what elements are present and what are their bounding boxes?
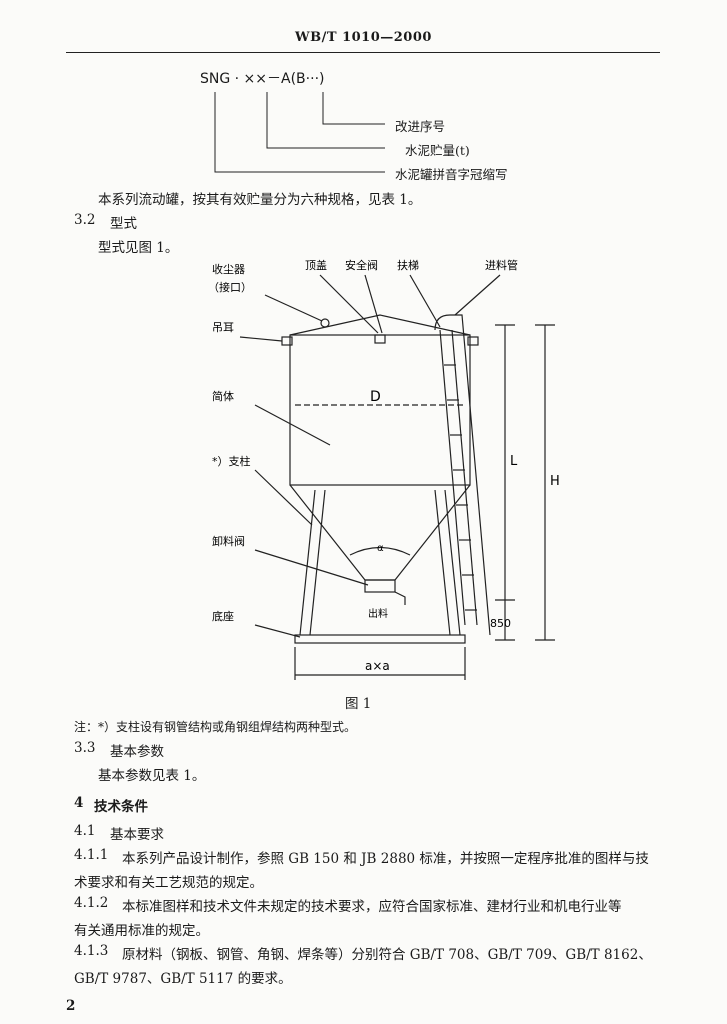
figure-note: 注：*）支柱设有钢管结构或角钢组焊结构两种型式。 bbox=[74, 720, 357, 734]
sec-4-num: 4 bbox=[74, 795, 84, 811]
page-header: WB/T 1010—2000 bbox=[295, 30, 432, 45]
fig-label-safety-valve: 安全阀 bbox=[345, 258, 378, 272]
sec-4-1-title: 基本要求 bbox=[110, 827, 164, 843]
header-rule bbox=[66, 52, 660, 53]
sec-3-3-title: 基本参数 bbox=[110, 744, 164, 760]
fig-dim-axa: a×a bbox=[365, 659, 390, 673]
sec-4-title: 技术条件 bbox=[94, 799, 148, 815]
model-code: SNG · ××－A(B···) bbox=[200, 71, 325, 87]
figure-caption: 图 1 bbox=[345, 696, 372, 712]
code-label-capacity: 水泥贮量(t) bbox=[405, 143, 470, 158]
fig-label-dust: 收尘器 bbox=[212, 262, 245, 276]
sec-4-1-num: 4.1 bbox=[74, 823, 96, 839]
fig-label-alpha: α bbox=[377, 543, 384, 554]
fig-label-handrail: 扶梯 bbox=[397, 258, 419, 272]
sec-3-2-title: 型式 bbox=[110, 216, 137, 232]
fig-label-dust-port: （接口） bbox=[208, 281, 252, 294]
p-4-1-3-num: 4.1.3 bbox=[74, 943, 109, 959]
code-label-abbr: 水泥罐拼音字冠缩写 bbox=[395, 167, 508, 182]
fig-dim-h: H bbox=[550, 474, 560, 489]
sec-3-3-num: 3.3 bbox=[74, 740, 96, 756]
sec-3-2-num: 3.2 bbox=[74, 212, 96, 228]
code-label-improve: 改进序号 bbox=[395, 119, 446, 134]
sec-3-2-text: 型式见图 1。 bbox=[98, 240, 179, 256]
fig-dim-850: 850 bbox=[490, 617, 511, 630]
p-4-1-2-line1: 本标准图样和技术文件未规定的技术要求，应符合国家标准、建材行业和机电行业等 bbox=[122, 899, 622, 915]
p-4-1-3-line1: 原材料（钢板、钢管、角钢、焊条等）分别符合 GB/T 708、GB/T 709、… bbox=[122, 947, 652, 963]
sec-3-3-text: 基本参数见表 1。 bbox=[98, 768, 206, 784]
p-4-1-2-num: 4.1.2 bbox=[74, 895, 109, 911]
fig-label-lug: 吊耳 bbox=[212, 321, 234, 334]
para-series: 本系列流动罐，按其有效贮量分为六种规格，见表 1。 bbox=[98, 192, 422, 208]
page-number: 2 bbox=[66, 998, 76, 1014]
fig-label-body: 简体 bbox=[212, 389, 234, 403]
fig-label-discharge-valve: 卸料阀 bbox=[212, 534, 245, 548]
p-4-1-1-num: 4.1.1 bbox=[74, 847, 109, 863]
figure-tank-diagram: 收尘器 （接口） 顶盖 安全阀 扶梯 进料管 吊耳 简体 *）支柱 卸料阀 底座… bbox=[208, 258, 560, 680]
fig-label-feed-pipe: 进料管 bbox=[485, 258, 518, 272]
model-code-leaders bbox=[214, 92, 385, 173]
fig-dim-d: D bbox=[370, 389, 381, 405]
p-4-1-1-line2: 术要求和有关工艺规范的规定。 bbox=[74, 875, 263, 891]
fig-label-top-cover: 顶盖 bbox=[305, 258, 327, 272]
p-4-1-3-line2: GB/T 9787、GB/T 5117 的要求。 bbox=[74, 971, 292, 987]
fig-dim-l: L bbox=[510, 454, 518, 469]
fig-label-base: 底座 bbox=[212, 609, 234, 623]
fig-label-column: *）支柱 bbox=[212, 454, 251, 468]
fig-label-outlet: 出料 bbox=[368, 607, 388, 620]
p-4-1-2-line2: 有关通用标准的规定。 bbox=[74, 923, 209, 939]
p-4-1-1-line1: 本系列产品设计制作，参照 GB 150 和 JB 2880 标准，并按照一定程序… bbox=[122, 851, 649, 867]
